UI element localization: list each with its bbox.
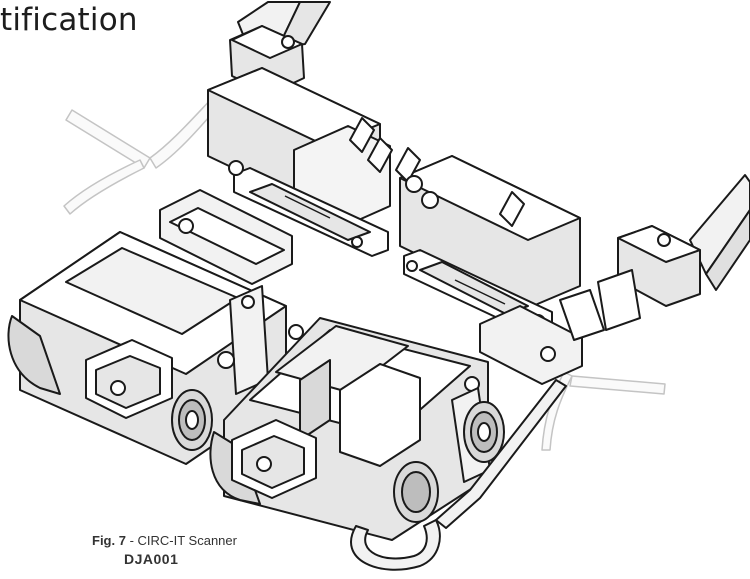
figure-separator: -: [125, 533, 138, 548]
left-frame-arm: [159, 189, 293, 285]
encoder-rail-left: [228, 160, 389, 257]
bottom-cable-loop: [350, 379, 567, 571]
right-frame-arm: [479, 289, 605, 385]
right-wheel: [393, 401, 505, 523]
right-wheel-module: [209, 317, 491, 541]
figure-caption: Fig. 7 - CIRC-IT Scanner DJA001: [92, 532, 237, 568]
figure-code: DJA001: [124, 551, 179, 567]
section-heading: tification: [0, 2, 138, 38]
left-wheel: [171, 389, 213, 451]
right-cable-clamp: [597, 225, 701, 331]
ghost-cable-left: [63, 89, 227, 215]
figure-number: Fig. 7: [92, 533, 126, 548]
upper-right-module: [395, 147, 581, 309]
figure-title: CIRC-IT Scanner: [137, 533, 237, 548]
right-cable-tube: [689, 174, 750, 291]
left-wheel-module: [7, 231, 287, 465]
